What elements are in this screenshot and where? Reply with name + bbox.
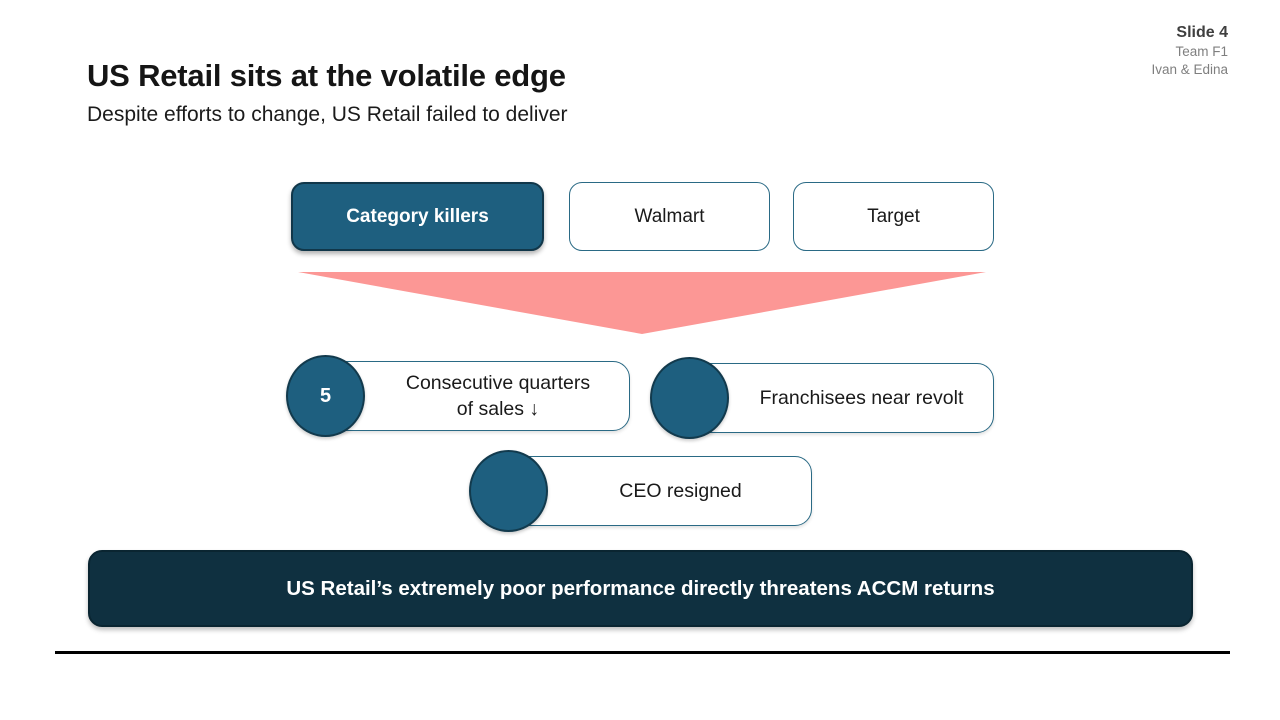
conclusion-text: US Retail’s extremely poor performance d… <box>286 576 995 600</box>
funnel-down-arrow-icon <box>298 272 986 334</box>
slide-title: US Retail sits at the volatile edge <box>87 58 566 93</box>
issue-text: CEO resigned <box>619 479 742 502</box>
retailer-box-category-killers: Category killers <box>291 182 544 251</box>
slide-subtitle: Despite efforts to change, US Retail fai… <box>87 103 568 126</box>
badge-number: 5 <box>319 384 332 407</box>
retailer-box-target: Target <box>793 182 994 251</box>
issue-badge-circle-5: 5 <box>286 355 365 437</box>
issue-text: Consecutive quarters of sales ↓ <box>405 371 591 420</box>
issue-badge-circle-ceo <box>469 450 548 532</box>
retailer-box-walmart: Walmart <box>569 182 770 251</box>
bottom-divider-line <box>55 651 1230 654</box>
conclusion-banner: US Retail’s extremely poor performance d… <box>88 550 1193 627</box>
authors: Ivan & Edina <box>1151 61 1228 77</box>
issue-text: Franchisees near revolt <box>759 386 964 409</box>
retailer-label: Walmart <box>634 205 705 227</box>
issue-badge-circle-franchisees <box>650 357 729 439</box>
retailer-label: Target <box>867 205 920 227</box>
slide-meta: Slide 4 Team F1 Ivan & Edina <box>1151 22 1228 79</box>
slide-number: Slide 4 <box>1176 24 1228 41</box>
retailer-label: Category killers <box>346 205 489 227</box>
team-name: Team F1 <box>1175 44 1228 60</box>
issue-capsule-sales-decline: Consecutive quarters of sales ↓ <box>304 361 630 431</box>
